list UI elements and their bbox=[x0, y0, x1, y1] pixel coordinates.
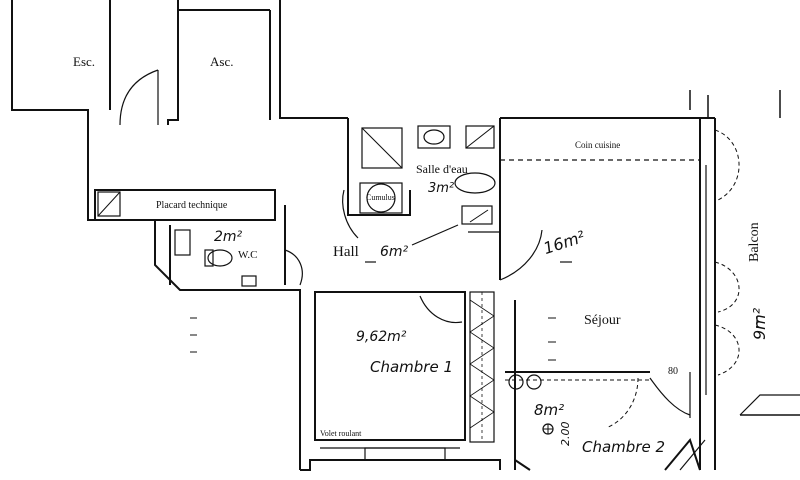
label-balcony-area: 9m² bbox=[750, 307, 769, 340]
door-arc-hall bbox=[499, 229, 543, 281]
balcony-arc-1 bbox=[714, 129, 740, 201]
label-bedroom1-area: 9,62m² bbox=[356, 329, 407, 345]
label-hall: Hall bbox=[333, 244, 359, 260]
window-bottom bbox=[364, 447, 446, 461]
door-bath bbox=[411, 224, 459, 246]
label-door-width: 80 bbox=[668, 366, 678, 377]
wall-bottom-right bbox=[514, 437, 701, 471]
label-balcony: Balcon bbox=[747, 222, 762, 262]
label-shutter: Volet roulant bbox=[320, 429, 362, 438]
tech-closet-box bbox=[97, 191, 121, 217]
wc-box bbox=[174, 229, 191, 256]
tech-closet bbox=[94, 189, 276, 221]
label-bedroom2-area: 8m² bbox=[534, 401, 565, 419]
shower bbox=[361, 127, 403, 169]
wall-top bbox=[500, 117, 701, 470]
bath-cabinet bbox=[461, 205, 493, 225]
wall-lift-left bbox=[167, 0, 179, 125]
wall-bath bbox=[347, 118, 411, 216]
boiler-box bbox=[359, 182, 403, 214]
label-hall-area: 6m² bbox=[380, 244, 409, 260]
door-arc-stair bbox=[119, 69, 159, 126]
label-wc: W.C bbox=[238, 249, 258, 261]
label-wc-area: 2m² bbox=[214, 229, 243, 245]
label-kitchen: Coin cuisine bbox=[575, 140, 621, 150]
wall-stair bbox=[11, 0, 89, 130]
label-bedroom1: Chambre 1 bbox=[370, 358, 454, 376]
label-bathroom-area: 3m² bbox=[428, 181, 455, 196]
label-room-length: 2.00 bbox=[559, 421, 572, 447]
door-bed2 bbox=[649, 377, 691, 416]
wall-corridor-left bbox=[87, 130, 301, 470]
boiler-circle bbox=[366, 183, 396, 213]
wall-wc bbox=[169, 205, 286, 285]
label-bathroom: Salle d'eau bbox=[416, 162, 468, 176]
label-tech-closet: Placard technique bbox=[156, 200, 228, 211]
basin bbox=[417, 125, 451, 149]
label-stair: Esc. bbox=[73, 54, 96, 69]
balcony-arc-3 bbox=[714, 324, 740, 376]
outlet-2 bbox=[526, 374, 542, 390]
wall-bedroom1 bbox=[314, 291, 466, 441]
label-living: Séjour bbox=[584, 313, 621, 328]
label-lift: Asc. bbox=[210, 54, 234, 69]
wc-bowl bbox=[207, 249, 233, 267]
wall-bottom bbox=[300, 459, 501, 471]
label-bedroom2: Chambre 2 bbox=[582, 438, 666, 456]
label-boiler: Cumulus bbox=[366, 193, 395, 202]
door-arc-bed1 bbox=[419, 295, 463, 324]
outlet-1 bbox=[508, 374, 524, 390]
door-arc-wc bbox=[284, 249, 303, 286]
balcony-arc-2 bbox=[714, 261, 740, 313]
wall-corridor bbox=[279, 0, 348, 119]
bath-tub bbox=[454, 172, 496, 194]
